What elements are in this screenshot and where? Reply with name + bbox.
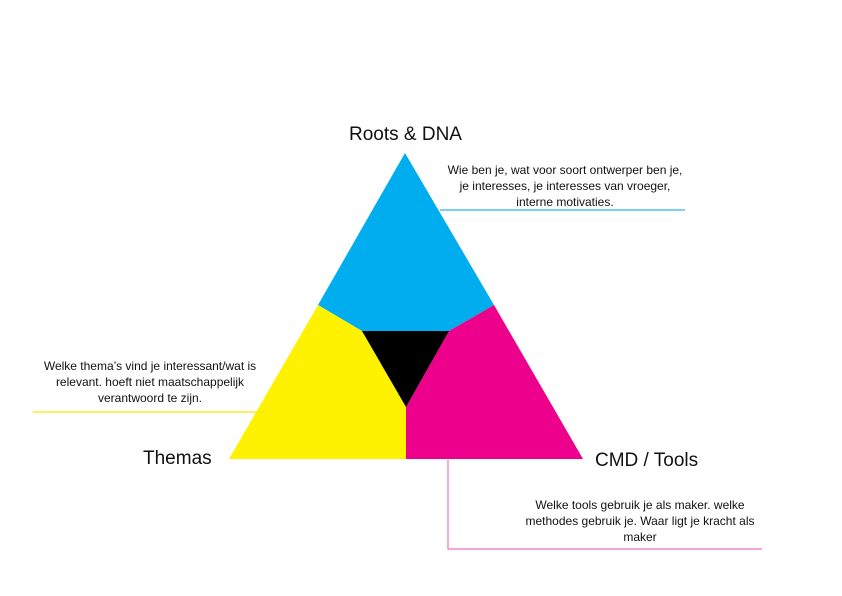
themas-description-line: verantwoord te zijn.	[97, 391, 203, 405]
tools-title: CMD / Tools	[595, 450, 699, 471]
tools-description: Welke tools gebruik je als maker. welke …	[500, 497, 780, 545]
themas-description-line: Welke thema’s vind je interessant/wat is	[43, 359, 257, 373]
themas-description: Welke thema’s vind je interessant/wat is…	[20, 358, 280, 406]
themas-section	[229, 305, 406, 459]
roots-section	[318, 153, 494, 331]
roots-description: Wie ben je, wat voor soort ontwerper ben…	[425, 162, 705, 210]
roots-description-line: interne motivaties.	[516, 195, 614, 209]
tools-connector-line	[447, 460, 762, 550]
tools-description-line: Welke tools gebruik je als maker. welke	[535, 498, 745, 512]
roots-title: Roots & DNA	[349, 124, 462, 145]
center-triangle	[362, 331, 449, 407]
themas-description-line: relevant. hoeft niet maatschappelijk	[55, 375, 245, 389]
roots-description-line: Wie ben je, wat voor soort ontwerper ben…	[447, 163, 683, 177]
tools-description-line: maker	[623, 530, 657, 544]
themas-title: Themas	[143, 448, 212, 469]
tools-description-line: methodes gebruik je. Waar ligt je kracht…	[525, 514, 755, 528]
tools-section	[406, 305, 583, 459]
roots-description-line: je interesses, je interesses van vroeger…	[459, 179, 671, 193]
